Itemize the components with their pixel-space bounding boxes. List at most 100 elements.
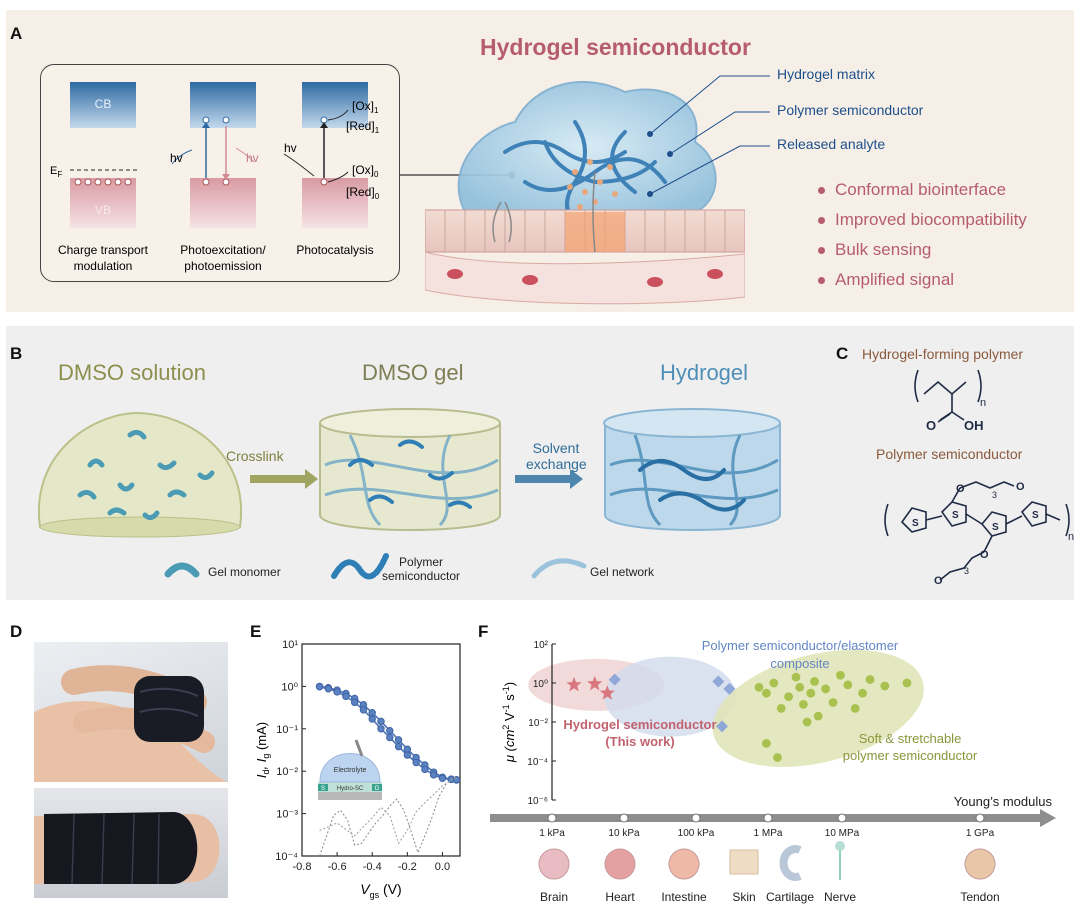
y-tick-label: 10⁰ bbox=[533, 679, 548, 690]
circle-point bbox=[776, 703, 786, 713]
svg-text:3: 3 bbox=[964, 566, 969, 576]
modulus-tick-label: 1 kPa bbox=[539, 828, 565, 839]
mechanism-inset-diagram: CB EF VB hv hv hv [Ox]1 [Red]1 [Ox]0 [Re… bbox=[50, 82, 380, 273]
stage-dmso-solution: DMSO solution bbox=[58, 360, 206, 385]
hv-out-wave bbox=[235, 147, 255, 163]
organ-heart-icon bbox=[604, 848, 636, 880]
label-pointers bbox=[647, 75, 770, 197]
data-point bbox=[403, 751, 412, 759]
blood-cells bbox=[447, 269, 723, 287]
photo-hand-hydrogel bbox=[34, 642, 228, 782]
data-point bbox=[350, 698, 359, 707]
x-tick-label: -0.6 bbox=[328, 861, 347, 873]
star-point bbox=[566, 676, 582, 692]
legend-gel-monomer: Gel monomer bbox=[208, 565, 281, 579]
organ-label: Intestine bbox=[661, 890, 707, 904]
circle-point bbox=[754, 682, 764, 692]
gel-monomer-icon bbox=[164, 562, 200, 578]
series-line-3 bbox=[319, 777, 457, 845]
inset-drain-label: D bbox=[375, 786, 380, 792]
organ-cartilage-icon bbox=[779, 845, 802, 881]
data-point bbox=[412, 758, 420, 767]
gel-network-dmso bbox=[324, 434, 499, 527]
organ-tendon-icon bbox=[964, 848, 996, 880]
star-point bbox=[587, 675, 603, 691]
analyte-particles bbox=[567, 159, 618, 210]
x-axis-label: Vgs (V) bbox=[360, 881, 401, 900]
data-point bbox=[315, 683, 324, 691]
svg-text:S: S bbox=[1032, 510, 1039, 521]
circle-point bbox=[813, 711, 823, 721]
circle-point bbox=[810, 677, 819, 686]
bullet-conformal: Conformal biointerface bbox=[818, 180, 1006, 200]
ox0-label: [Ox]0 bbox=[352, 163, 379, 179]
circle-point bbox=[865, 675, 875, 684]
diamond-point bbox=[716, 720, 728, 733]
bullet-amplified-signal: Amplified signal bbox=[818, 270, 954, 290]
data-point bbox=[368, 708, 376, 717]
circle-point bbox=[762, 738, 771, 748]
cb-band-3 bbox=[302, 82, 368, 128]
plot-frame bbox=[301, 643, 461, 857]
circle-point bbox=[806, 688, 816, 698]
modulus-tick-label: 10 MPa bbox=[825, 828, 860, 839]
organ-brain-icon bbox=[538, 848, 570, 880]
data-point bbox=[429, 771, 438, 779]
data-point bbox=[438, 774, 447, 783]
modulus-tick-marker bbox=[975, 813, 985, 823]
data-point bbox=[421, 765, 429, 774]
organ-nerve-icon bbox=[835, 841, 845, 880]
hydrogel-forming-polymer-label: Hydrogel-forming polymer bbox=[862, 346, 1024, 362]
circle-point bbox=[791, 672, 801, 682]
modulus-tick-marker bbox=[763, 813, 773, 823]
diamond-point bbox=[723, 682, 736, 695]
circle-point bbox=[784, 692, 793, 702]
vb-band-1 bbox=[70, 178, 136, 228]
y-tick-label: 10⁻¹ bbox=[276, 724, 298, 736]
solvent-exchange-arrow bbox=[515, 469, 583, 489]
red0-label: [Red]0 bbox=[346, 185, 380, 201]
circle-point bbox=[762, 688, 771, 698]
panel-letter-b: B bbox=[10, 344, 23, 363]
svg-text:S: S bbox=[952, 510, 959, 521]
data-point bbox=[324, 685, 333, 693]
caption-3: Photocatalysis bbox=[296, 243, 373, 257]
modulus-tick-marker bbox=[547, 813, 557, 823]
label-crosslink: Crosslink bbox=[226, 448, 284, 464]
svg-text:O: O bbox=[934, 575, 943, 587]
circle-point bbox=[828, 698, 838, 707]
red1-label: [Red]1 bbox=[346, 119, 380, 135]
polymer-semiconductor-label: Polymer semiconductor bbox=[876, 446, 1023, 462]
data-point bbox=[394, 742, 403, 751]
svg-text:O: O bbox=[1016, 481, 1025, 493]
vb-band-3 bbox=[302, 178, 368, 228]
circle-point bbox=[843, 680, 853, 690]
crosslink-arrow bbox=[250, 469, 318, 489]
diamond-point bbox=[608, 673, 621, 686]
caption-2a: Photoexcitation/ bbox=[180, 243, 266, 257]
organ-label: Brain bbox=[540, 890, 568, 904]
y-tick-label: 10¹ bbox=[282, 639, 298, 651]
fermi-label: EF bbox=[50, 165, 62, 179]
organ-label: Cartilage bbox=[766, 890, 814, 904]
data-point bbox=[386, 733, 394, 742]
circle-point bbox=[799, 699, 808, 709]
hydrogel-tissue-illustration bbox=[425, 81, 745, 305]
carbonyl-o: O bbox=[926, 418, 936, 433]
label-polymer-semiconductor: Polymer semiconductor bbox=[777, 102, 924, 118]
hv-in-wave bbox=[171, 149, 193, 165]
circle-point bbox=[858, 688, 867, 698]
hydroxyl-oh: OH bbox=[964, 418, 984, 433]
organ-label: Tendon bbox=[960, 890, 999, 904]
composite-region bbox=[604, 656, 737, 737]
hydrogel-group-label: Hydrogel semiconductor(This work) bbox=[563, 717, 716, 749]
gel-network-icon bbox=[531, 558, 587, 579]
organ-label: Nerve bbox=[824, 890, 856, 904]
modulus-tick-marker bbox=[837, 813, 847, 823]
polythiophene-structure: S S S S O O 3 O O 3 n bbox=[884, 481, 1074, 587]
y-tick-label: 10⁻² bbox=[528, 718, 548, 729]
